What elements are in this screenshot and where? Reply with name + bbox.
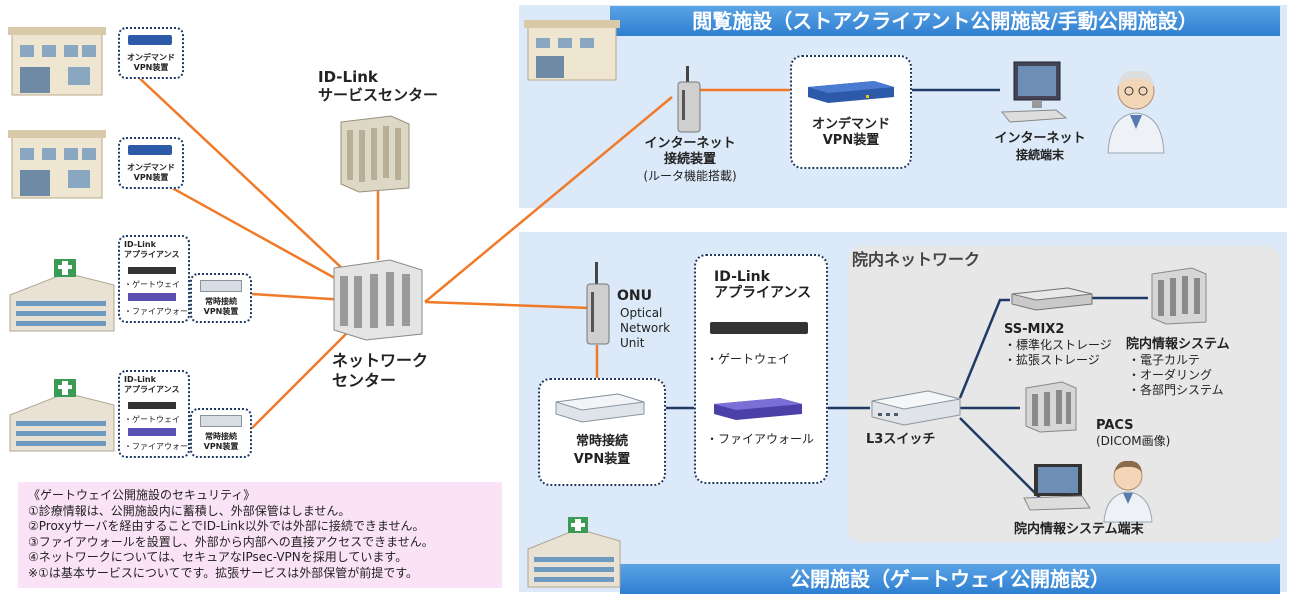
- appliance-small-firewall: ・ファイアウォール: [124, 307, 196, 316]
- vpn-device-icon: [200, 415, 242, 427]
- hospital-network-title: 院内ネットワーク: [852, 250, 981, 269]
- firewall-device-icon: [714, 398, 802, 420]
- appliance-title-2: アプライアンス: [714, 285, 812, 301]
- security-note: 《ゲートウェイ公開施設のセキュリティ》 ①診療情報は、公開施設内に蓄積し、外部保…: [18, 482, 502, 588]
- appliance-small-title-1: ID-Link: [124, 375, 156, 384]
- ondemand-vpn-label-1: オンデマンド: [811, 117, 890, 132]
- gateway-device-icon: [128, 402, 176, 409]
- ondemand-small-label-2: VPN装置: [133, 173, 169, 182]
- router-label-2: 接続装置: [663, 152, 716, 167]
- appliance-gateway-label: ・ゲートウェイ: [706, 352, 791, 366]
- ondemand-small-label-1: オンデマンド: [127, 53, 175, 62]
- clinic-building-1: [8, 27, 106, 96]
- hospital-building-2: [9, 379, 115, 452]
- network-center-server-icon: [333, 259, 423, 341]
- his-terminal-laptop-icon: [1023, 464, 1091, 511]
- always-vpn-box-small-1: 常時接続 VPN装置: [190, 273, 252, 323]
- ssmix-storage-icon: [1011, 287, 1093, 311]
- vpn-device-icon: [200, 280, 242, 292]
- router-label-1: インターネット: [644, 136, 736, 151]
- top-facility-banner: 閲覧施設（ストアクライアント公開施設/手動公開施設）: [610, 6, 1280, 36]
- ondemand-vpn-box-small-2: オンデマンド VPN装置: [118, 137, 184, 189]
- ssmix-item-2: ・拡張ストレージ: [1004, 353, 1100, 367]
- viewing-facility-building: [524, 20, 620, 81]
- vpn-device-icon: [128, 145, 172, 155]
- service-center-title-2: サービスセンター: [318, 86, 439, 104]
- always-vpn-label-2: VPN装置: [573, 452, 631, 467]
- firewall-device-icon: [128, 293, 176, 301]
- appliance-small-gateway: ・ゲートウェイ: [124, 280, 180, 289]
- ondemand-vpn-box: オンデマンド VPN装置: [790, 55, 912, 169]
- ssmix-title: SS-MIX2: [1004, 322, 1065, 337]
- appliance-small-gateway: ・ゲートウェイ: [124, 415, 180, 424]
- service-center-server-icon: [340, 115, 410, 193]
- security-note-line-3: ③ファイアウォールを設置し、外部から内部への直接アクセスできません。: [28, 534, 434, 549]
- appliance-small-title-1: ID-Link: [124, 240, 156, 249]
- security-note-line-5: ※①は基本サービスについてです。拡張サービスは外部保管が前提です。: [28, 565, 419, 580]
- doctor-icon-2: [1103, 460, 1153, 523]
- appliance-box-small-1: ID-Link アプライアンス ・ゲートウェイ ・ファイアウォール: [118, 235, 196, 323]
- his-item-2: ・オーダリング: [1128, 368, 1213, 382]
- ondemand-small-label-2: VPN装置: [133, 63, 169, 72]
- appliance-firewall-label: ・ファイアウォール: [706, 432, 815, 446]
- internet-terminal-label-1: インターネット: [994, 131, 1086, 146]
- appliance-small-title-2: アプライアンス: [124, 385, 180, 394]
- vpn-device-icon: [808, 81, 894, 103]
- always-small-label-2: VPN装置: [203, 307, 239, 316]
- gateway-device-icon: [710, 322, 808, 334]
- always-small-label-1: 常時接続: [205, 297, 237, 306]
- doctor-icon: [1107, 70, 1165, 154]
- appliance-small-firewall: ・ファイアウォール: [124, 442, 196, 451]
- service-center-title-1: ID-Link: [318, 68, 378, 86]
- clinic-building-2: [8, 130, 106, 199]
- ssmix-item-1: ・標準化ストレージ: [1004, 338, 1112, 352]
- his-terminal-label: 院内情報システム端末: [1014, 522, 1144, 537]
- security-note-title: 《ゲートウェイ公開施設のセキュリティ》: [28, 488, 256, 502]
- his-title: 院内情報システム: [1126, 337, 1230, 352]
- appliance-box: ID-Link アプライアンス ・ゲートウェイ ・ファイアウォール: [694, 254, 828, 484]
- internet-terminal-label-2: 接続端末: [1015, 148, 1064, 162]
- network-center-title-1: ネットワーク: [332, 351, 429, 370]
- ondemand-vpn-box-small-1: オンデマンド VPN装置: [118, 27, 184, 79]
- onu-title: ONU: [617, 288, 652, 304]
- his-item-3: ・各部門システム: [1128, 383, 1224, 397]
- onu-label-1: Optical: [620, 306, 663, 320]
- vpn-device-icon: [555, 393, 645, 423]
- public-facility-building: [527, 517, 621, 588]
- ondemand-vpn-label-2: VPN装置: [822, 133, 880, 148]
- onu-label-2: Network: [620, 321, 671, 335]
- vpn-device-icon: [128, 35, 172, 45]
- pacs-title: PACS: [1096, 418, 1134, 433]
- network-center-title-2: センター: [332, 371, 397, 390]
- bottom-facility-banner: 公開施設（ゲートウェイ公開施設）: [620, 564, 1280, 594]
- router-label-3: (ルータ機能搭載): [643, 169, 737, 183]
- security-note-line-2: ②Proxyサーバを経由することでID-Link以外では外部に接続できません。: [28, 519, 425, 533]
- always-vpn-box: 常時接続 VPN装置: [538, 378, 666, 486]
- ondemand-small-label-1: オンデマンド: [127, 163, 175, 172]
- always-small-label-1: 常時接続: [205, 432, 237, 441]
- his-server-icon: [1151, 267, 1207, 325]
- always-vpn-label-1: 常時接続: [575, 434, 628, 449]
- appliance-title-1: ID-Link: [714, 269, 770, 285]
- appliance-box-small-2: ID-Link アプライアンス ・ゲートウェイ ・ファイアウォール: [118, 370, 196, 458]
- internet-terminal-icon: [1000, 61, 1068, 123]
- router-icon: [677, 66, 701, 133]
- his-item-1: ・電子カルテ: [1128, 353, 1201, 367]
- hospital-building-1: [9, 259, 115, 332]
- pacs-sub: (DICOM画像): [1096, 434, 1171, 448]
- gateway-device-icon: [128, 267, 176, 274]
- security-note-line-4: ④ネットワークについては、セキュアなIPsec-VPNを採用しています。: [28, 550, 408, 564]
- security-note-line-1: ①診療情報は、公開施設内に蓄積し、外部保管はしません。: [28, 503, 351, 518]
- always-small-label-2: VPN装置: [203, 442, 239, 451]
- onu-label-3: Unit: [620, 336, 645, 350]
- l3-switch-icon: [871, 390, 961, 426]
- appliance-small-title-2: アプライアンス: [124, 250, 180, 259]
- firewall-device-icon: [128, 428, 176, 436]
- l3-switch-label: L3スイッチ: [866, 432, 936, 447]
- pacs-server-icon: [1025, 381, 1077, 433]
- always-vpn-box-small-2: 常時接続 VPN装置: [190, 408, 252, 458]
- onu-icon: [586, 262, 610, 345]
